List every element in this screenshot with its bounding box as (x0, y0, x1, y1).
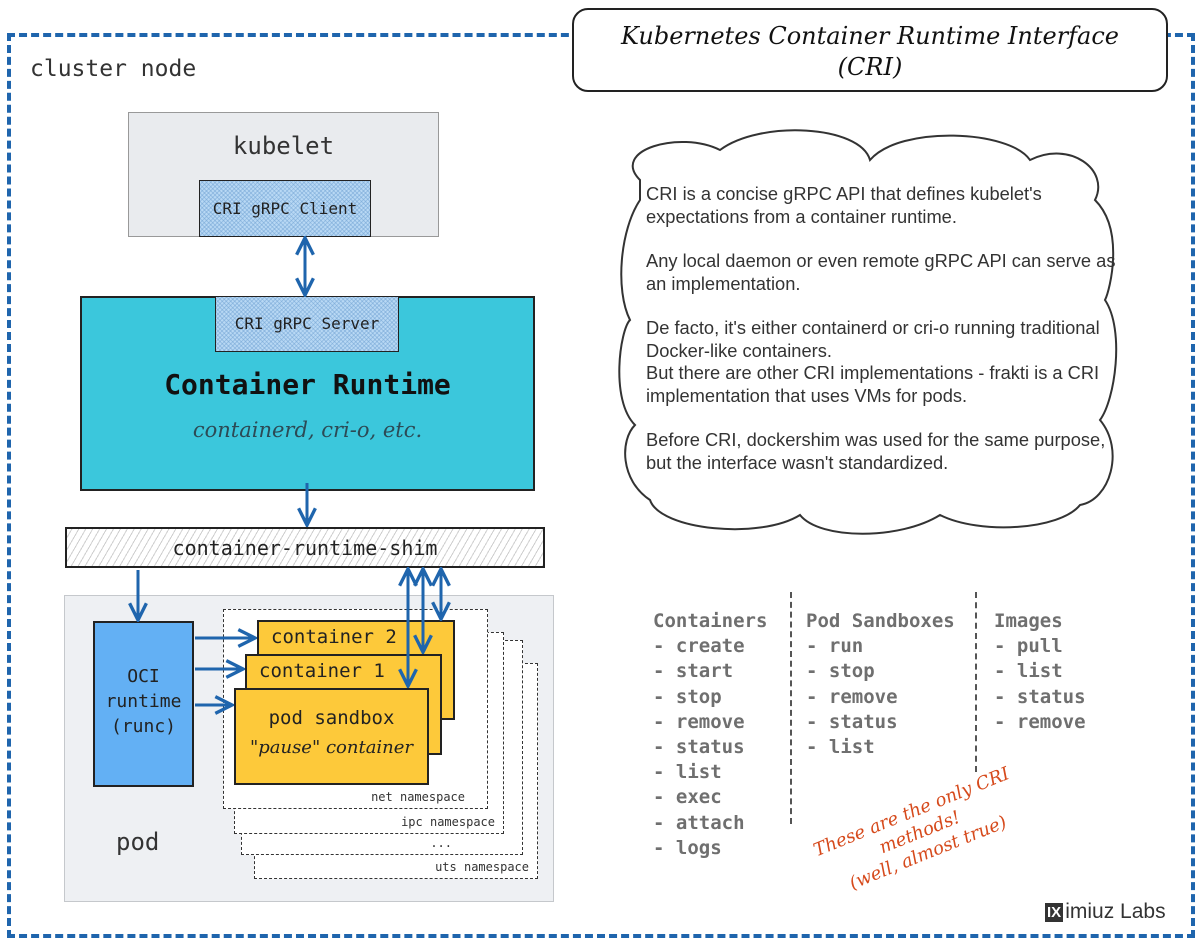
images-methods: Images - pull - list - status - remove (994, 609, 1086, 735)
oci-runtime-box: OCI runtime (runc) (93, 621, 194, 787)
net-namespace-label: net namespace (371, 790, 465, 804)
container-runtime-label: Container Runtime (164, 368, 451, 401)
kubelet-label: kubelet (232, 132, 335, 160)
brand: IX imiuz Labs (1045, 900, 1166, 924)
method-item: - remove (806, 685, 898, 708)
pause-container-label: "pause" container (249, 737, 414, 758)
oci-runtime-line-1: OCI (127, 666, 160, 687)
method-item: - start (653, 660, 734, 683)
method-item: - run (806, 635, 864, 658)
pod-sandboxes-heading: Pod Sandboxes (806, 610, 955, 632)
brand-name: imiuz Labs (1065, 900, 1166, 923)
containers-heading: Containers (653, 610, 768, 632)
method-item: - list (653, 761, 722, 784)
method-item: - attach (653, 811, 745, 834)
pod-sandbox: pod sandbox "pause" container (234, 688, 429, 785)
cloud-paragraph: De facto, it's either containerd or cri-… (646, 317, 1100, 361)
oci-runtime-line-3: (runc) (110, 716, 177, 737)
method-item: - remove (994, 710, 1086, 733)
method-item: - stop (806, 660, 875, 683)
cri-grpc-server: CRI gRPC Server (215, 296, 399, 352)
containers-methods: Containers - create - start - stop - rem… (653, 609, 767, 861)
method-item: - list (994, 660, 1063, 683)
ipc-namespace-label: ipc namespace (401, 815, 495, 829)
pod-sandboxes-methods: Pod Sandboxes - run - stop - remove - st… (806, 609, 955, 760)
title-line-1: Kubernetes Container Runtime Interface (621, 22, 1119, 50)
cri-grpc-client: CRI gRPC Client (199, 180, 371, 237)
column-separator (790, 592, 792, 824)
method-item: - create (653, 635, 745, 658)
cloud-paragraph: Before CRI, dockershim was used for the … (646, 429, 1106, 473)
cloud-paragraph: But there are other CRI implementations … (646, 362, 1100, 406)
method-item: - status (994, 685, 1086, 708)
method-item: - pull (994, 635, 1063, 658)
oci-runtime-line-2: runtime (105, 691, 182, 712)
title-line-2: (CRI) (837, 53, 903, 81)
container-runtime-shim: container-runtime-shim (65, 527, 545, 568)
method-item: - status (806, 710, 898, 733)
method-item: - logs (653, 836, 722, 859)
iximiuz-logo-icon: IX (1045, 902, 1064, 922)
diagram-title: Kubernetes Container Runtime Interface (… (572, 8, 1168, 92)
cri-explanation-cloud: CRI is a concise gRPC API that defines k… (646, 183, 1116, 496)
method-item: - exec (653, 786, 722, 809)
cloud-paragraph: CRI is a concise gRPC API that defines k… (646, 183, 1042, 227)
pod-sandbox-title: pod sandbox (268, 707, 395, 729)
cloud-paragraph: Any local daemon or even remote gRPC API… (646, 250, 1116, 294)
method-item: - list (806, 736, 875, 759)
container-runtime-examples: containerd, cri-o, etc. (192, 418, 423, 442)
cluster-node-label: cluster node (30, 56, 197, 82)
column-separator (975, 592, 977, 772)
method-item: - stop (653, 685, 722, 708)
uts-namespace-label: uts namespace (435, 860, 529, 874)
method-item: - status (653, 736, 745, 759)
other-namespaces-label: ... (430, 836, 452, 850)
method-item: - remove (653, 710, 745, 733)
images-heading: Images (994, 610, 1063, 632)
pod-label: pod (116, 828, 160, 856)
